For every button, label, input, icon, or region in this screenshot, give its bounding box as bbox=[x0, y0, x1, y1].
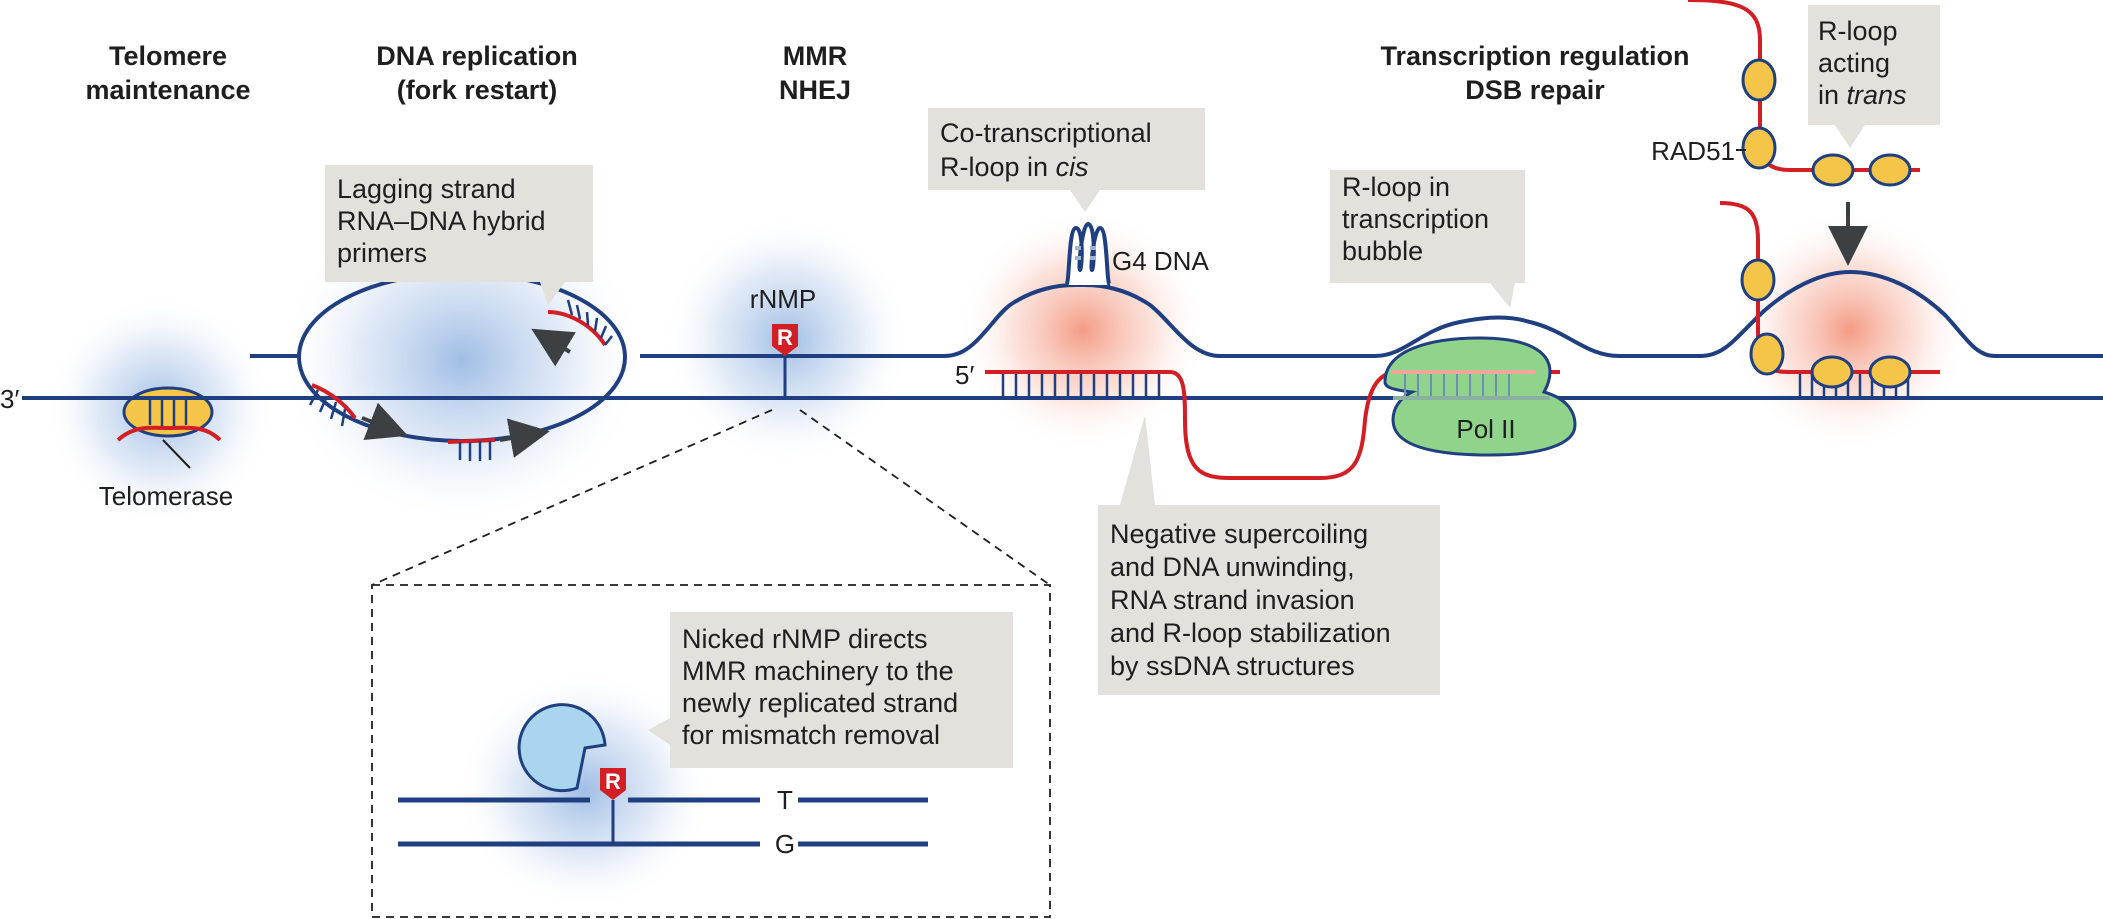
header-replication-2: (fork restart) bbox=[397, 75, 558, 105]
rnmp-label: rNMP bbox=[750, 284, 816, 314]
rad51-5 bbox=[1740, 258, 1776, 302]
callout-trans: R-loop acting in trans bbox=[1808, 5, 1940, 148]
callouts: Lagging strand RNA–DNA hybrid primers Co… bbox=[325, 5, 1940, 768]
primer-left-rungs bbox=[308, 389, 347, 427]
primer-bottom bbox=[447, 438, 496, 444]
primer-left bbox=[311, 383, 357, 420]
trans-line-2: acting bbox=[1818, 48, 1890, 78]
trans-line-3-text: in bbox=[1818, 80, 1847, 110]
top-strand-mid bbox=[640, 269, 2103, 358]
nicked-r-marker bbox=[600, 768, 626, 800]
base-t-label: T bbox=[777, 785, 793, 815]
pol2: Pol II bbox=[1383, 336, 1577, 457]
rad51-6 bbox=[1749, 332, 1785, 376]
nicked-line-3: newly replicated strand bbox=[682, 688, 958, 718]
bubble-line-1: R-loop in bbox=[1342, 172, 1450, 202]
supercoiling-line-5: by ssDNA structures bbox=[1110, 651, 1355, 681]
primer-upper-arrow bbox=[531, 328, 576, 367]
header-transcription: Transcription regulation bbox=[1380, 41, 1689, 71]
nicked-line-1: Nicked rNMP directs bbox=[682, 624, 928, 654]
cis-line-2: R-loop in cis bbox=[940, 152, 1089, 182]
rad51-3 bbox=[1811, 153, 1855, 187]
trans-rloop: RAD51 bbox=[1651, 0, 1940, 396]
trans-line-3: in trans bbox=[1818, 80, 1907, 110]
trans-italic: trans bbox=[1847, 80, 1907, 110]
three-prime-label: 3′ bbox=[0, 384, 19, 414]
primer-bottom-arrow bbox=[499, 418, 550, 458]
lagging-line-3: primers bbox=[337, 238, 427, 268]
nicked-line-2: MMR machinery to the bbox=[682, 656, 954, 686]
rad51-label: RAD51 bbox=[1651, 136, 1735, 166]
mmr-protein bbox=[517, 703, 607, 793]
cis-italic: cis bbox=[1056, 152, 1089, 182]
lagging-line-1: Lagging strand bbox=[337, 174, 516, 204]
bubble-line-3: bubble bbox=[1342, 236, 1423, 266]
primer-upper-rungs bbox=[566, 299, 613, 346]
callout-lagging: Lagging strand RNA–DNA hybrid primers bbox=[325, 165, 593, 305]
glow-layer bbox=[45, 195, 1970, 910]
cis-hybrid-rungs bbox=[1001, 374, 1161, 396]
header-telomere-2: maintenance bbox=[85, 75, 250, 105]
supercoiling-line-4: and R-loop stabilization bbox=[1110, 618, 1391, 648]
supercoiling-line-3: RNA strand invasion bbox=[1110, 585, 1355, 615]
callout-bubble: R-loop in transcription bubble bbox=[1330, 170, 1525, 308]
header-mmr: MMR bbox=[783, 41, 847, 71]
lagging-line-2: RNA–DNA hybrid bbox=[337, 206, 546, 236]
supercoiling-line-1: Negative supercoiling bbox=[1110, 519, 1368, 549]
nicked-detail: R T G bbox=[398, 703, 928, 859]
header-telomere-1: Telomere bbox=[109, 41, 227, 71]
callout-cis: Co-transcriptional R-loop in cis bbox=[928, 108, 1205, 212]
g4-label: G4 DNA bbox=[1112, 246, 1209, 276]
rad51-8 bbox=[1868, 355, 1912, 389]
main-dna bbox=[22, 269, 2103, 400]
header-replication-1: DNA replication bbox=[376, 41, 578, 71]
trans-rna-top bbox=[1687, 0, 1920, 172]
zoom-box bbox=[371, 584, 1051, 918]
rad51-2 bbox=[1741, 126, 1777, 170]
nicked-line-4: for mismatch removal bbox=[682, 720, 940, 750]
cis-rna bbox=[985, 370, 1560, 480]
trans-rloop-glow bbox=[1730, 210, 1970, 450]
rnmp-r-letter: R bbox=[777, 325, 793, 350]
telomerase: Telomerase bbox=[99, 386, 233, 511]
headers: Telomere maintenance DNA replication (fo… bbox=[85, 41, 1689, 105]
rnmp-main: rNMP R bbox=[750, 284, 816, 398]
primer-left-arrow bbox=[361, 402, 408, 440]
five-prime-label: 5′ bbox=[955, 360, 974, 390]
pol2-label: Pol II bbox=[1456, 414, 1515, 444]
pol2-rungs bbox=[1404, 374, 1510, 396]
primer-upper bbox=[547, 310, 607, 347]
telomerase-rna bbox=[116, 425, 222, 442]
supercoiling-line-2: and DNA unwinding, bbox=[1110, 552, 1355, 582]
cis-rloop: 5′ G4 DNA bbox=[955, 221, 1560, 480]
callout-supercoiling: Negative supercoiling and DNA unwinding,… bbox=[1098, 415, 1440, 695]
bubble-line-2: transcription bbox=[1342, 204, 1489, 234]
rnmp-marker bbox=[772, 324, 798, 356]
telomerase-label: Telomerase bbox=[99, 481, 233, 511]
rad51-7 bbox=[1810, 355, 1854, 389]
rad51-1 bbox=[1741, 58, 1777, 102]
callout-nicked: Nicked rNMP directs MMR machinery to the… bbox=[648, 612, 1013, 768]
g4-structure bbox=[1064, 221, 1112, 287]
base-g-label: G bbox=[775, 829, 795, 859]
rad51-4 bbox=[1868, 153, 1912, 187]
primer-bottom-rungs bbox=[458, 441, 492, 461]
header-dsb-repair: DSB repair bbox=[1465, 75, 1605, 105]
cis-line-2-text: R-loop in bbox=[940, 152, 1056, 182]
trans-line-1: R-loop bbox=[1818, 16, 1898, 46]
nicked-r-letter: R bbox=[605, 769, 621, 794]
cis-line-1: Co-transcriptional bbox=[940, 118, 1152, 148]
zoom-indicator bbox=[371, 409, 1051, 918]
header-nhej: NHEJ bbox=[779, 75, 851, 105]
